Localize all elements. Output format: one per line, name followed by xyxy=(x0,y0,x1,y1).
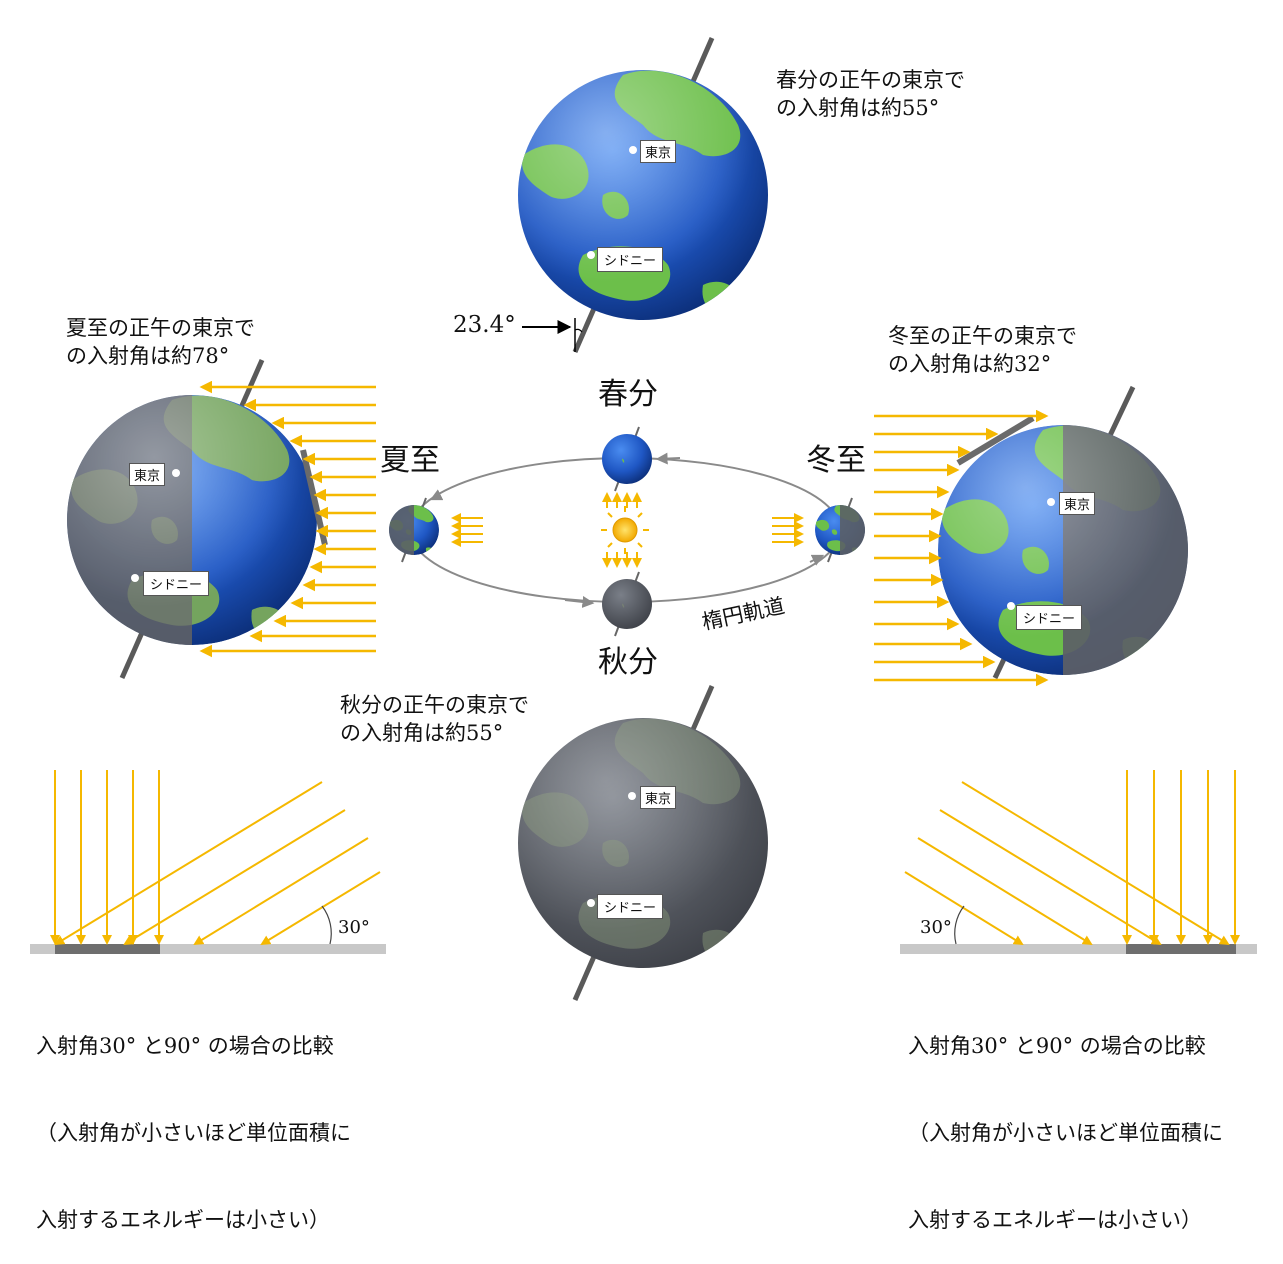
small-globe-spring xyxy=(602,426,652,492)
sun-icon xyxy=(601,506,649,554)
sun-rays-small xyxy=(451,492,804,568)
small-globe-winter xyxy=(815,497,865,563)
surface-patch xyxy=(956,415,1035,466)
globe-spring xyxy=(518,37,768,353)
season-label-autumn: 秋分 xyxy=(598,645,658,680)
city-tag-tokyo-winter: 東京 xyxy=(1059,492,1096,515)
caption-right-line2: （入射角が小さいほど単位面積に xyxy=(908,1121,1223,1145)
city-tag-sydney-autumn: シドニー xyxy=(597,894,664,919)
tilt-angle-label: 23.4° xyxy=(453,312,516,338)
city-tag-sydney-summer: シドニー xyxy=(143,571,210,596)
caption-left-line1: 入射角30° と90° の場合の比較 xyxy=(36,1034,334,1058)
note-spring: 春分の正午の東京で の入射角は約55° xyxy=(776,68,965,120)
comparison-right xyxy=(900,770,1257,954)
angle-label-left: 30° xyxy=(338,917,370,938)
globe-autumn xyxy=(518,685,768,1001)
globe-winter xyxy=(938,385,1188,680)
orbit-diagram xyxy=(389,426,865,637)
note-winter: 冬至の正午の東京で の入射角は約32° xyxy=(888,324,1077,376)
city-tag-tokyo-autumn: 東京 xyxy=(640,786,677,809)
city-tag-tokyo-summer: 東京 xyxy=(129,463,166,486)
city-tag-sydney-winter: シドニー xyxy=(1016,605,1083,630)
sunlight-rays-summer xyxy=(199,380,376,658)
caption-left: 入射角30° と90° の場合の比較 （入射角が小さいほど単位面積に 入射するエ… xyxy=(36,974,351,1264)
caption-right-line3: 入射するエネルギーは小さい） xyxy=(908,1208,1202,1232)
seasons-diagram xyxy=(30,37,1257,1001)
caption-left-line2: （入射角が小さいほど単位面積に xyxy=(36,1121,351,1145)
angle-label-right: 30° xyxy=(920,917,952,938)
caption-right: 入射角30° と90° の場合の比較 （入射角が小さいほど単位面積に 入射するエ… xyxy=(908,974,1223,1264)
small-globe-autumn xyxy=(602,571,652,637)
globe-summer xyxy=(67,358,328,680)
note-autumn: 秋分の正午の東京で の入射角は約55° xyxy=(340,693,529,745)
comparison-left xyxy=(30,770,386,954)
small-globe-summer xyxy=(389,497,439,563)
season-label-winter: 冬至 xyxy=(806,443,866,478)
caption-right-line1: 入射角30° と90° の場合の比較 xyxy=(908,1034,1206,1058)
sunlight-rays-winter xyxy=(874,409,1049,687)
city-tag-sydney-spring: シドニー xyxy=(597,247,664,272)
city-tag-tokyo-spring: 東京 xyxy=(640,140,677,163)
season-label-summer: 夏至 xyxy=(380,443,440,478)
caption-left-line3: 入射するエネルギーは小さい） xyxy=(36,1208,330,1232)
note-summer: 夏至の正午の東京で の入射角は約78° xyxy=(66,316,255,368)
season-label-spring: 春分 xyxy=(598,377,658,412)
